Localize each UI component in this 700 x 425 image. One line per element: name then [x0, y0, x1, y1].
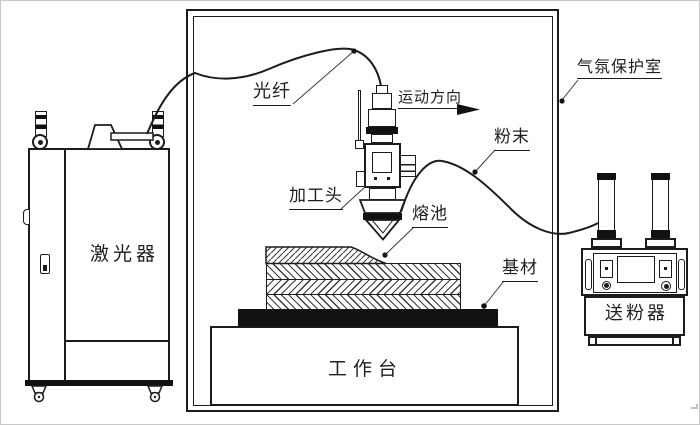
feeder-cylinder-right-band — [651, 230, 670, 238]
head-side-module — [400, 155, 416, 177]
feeder-cylinder-right-base — [645, 238, 676, 248]
laser-label: 激光器 — [90, 243, 160, 265]
head-upper-block — [368, 109, 396, 127]
laser-cabinet-door-handle — [40, 254, 50, 274]
laser-cabinet-door-divider — [64, 148, 66, 384]
laser-lifting-ring-right — [149, 134, 165, 150]
laser-caster-right — [146, 385, 164, 403]
laser-cabinet-panel-divider — [66, 340, 170, 342]
feeder-cylinder-right — [652, 178, 669, 233]
laser-roof-trapezoid — [86, 124, 124, 150]
processing-head-label: 加工头 — [289, 186, 343, 210]
feeder-cylinder-right-cap — [651, 173, 670, 180]
head-rod-base — [355, 140, 364, 149]
head-mid-block — [371, 134, 393, 143]
feeder-handle-left — [585, 259, 592, 290]
head-bolt-2 — [387, 177, 390, 180]
substrate-bar — [238, 309, 498, 326]
scan-artifact — [691, 404, 698, 409]
atmosphere-chamber-label: 气氛保护室 — [577, 57, 663, 80]
melt-pool-label: 熔池 — [412, 204, 448, 228]
feeder-button-left-dot — [605, 267, 608, 270]
clad-layer-2 — [266, 263, 461, 280]
laser-lifting-ring-left — [32, 134, 48, 150]
chamber-leader — [561, 79, 579, 101]
head-lower-neck — [369, 188, 396, 200]
laser-cabinet-door-handle-notch — [43, 265, 47, 271]
clad-layer-4 — [266, 294, 461, 310]
feeder-cylinder-left-cap — [597, 173, 616, 180]
feeder-display — [617, 256, 655, 283]
laser-caster-left — [30, 385, 48, 403]
head-inner-plate — [372, 152, 392, 173]
powder-label: 粉末 — [494, 127, 530, 151]
powder-feeder-label: 送粉器 — [605, 303, 668, 324]
feeder-knob-left — [602, 281, 611, 290]
head-sensor-rod — [358, 90, 361, 142]
feeder-base — [588, 336, 681, 346]
worktable-label: 工作台 — [328, 358, 404, 380]
fiber-label: 光纤 — [253, 81, 291, 106]
head-bolt-1 — [374, 177, 377, 180]
motion-direction-label: 运动方向 — [398, 88, 461, 110]
substrate-label: 基材 — [502, 258, 538, 282]
laser-cabinet — [28, 148, 170, 384]
feeder-button-right-dot — [664, 267, 667, 270]
worktable — [210, 326, 519, 406]
clad-layer-3 — [266, 279, 461, 295]
head-clamp-band-upper — [366, 127, 398, 134]
laser-cabinet-side-hinge — [23, 209, 29, 225]
head-left-module — [356, 171, 365, 187]
chamber-leader-dot — [559, 98, 565, 104]
laser-roof-bar — [110, 132, 154, 141]
feeder-knob-right — [661, 281, 671, 291]
feeder-cylinder-left — [598, 178, 615, 233]
head-clamp-band-lower — [363, 213, 402, 220]
feeder-base-notch-right — [672, 336, 674, 346]
laser-cabinet-base — [25, 380, 173, 386]
feeder-lower-body — [584, 296, 685, 336]
feeder-cylinder-left-base — [591, 238, 622, 248]
feeder-base-notch-left — [595, 336, 597, 346]
feeder-handle-right — [678, 259, 685, 290]
feeder-cylinder-left-band — [597, 230, 616, 238]
head-fiber-connector — [372, 93, 392, 109]
